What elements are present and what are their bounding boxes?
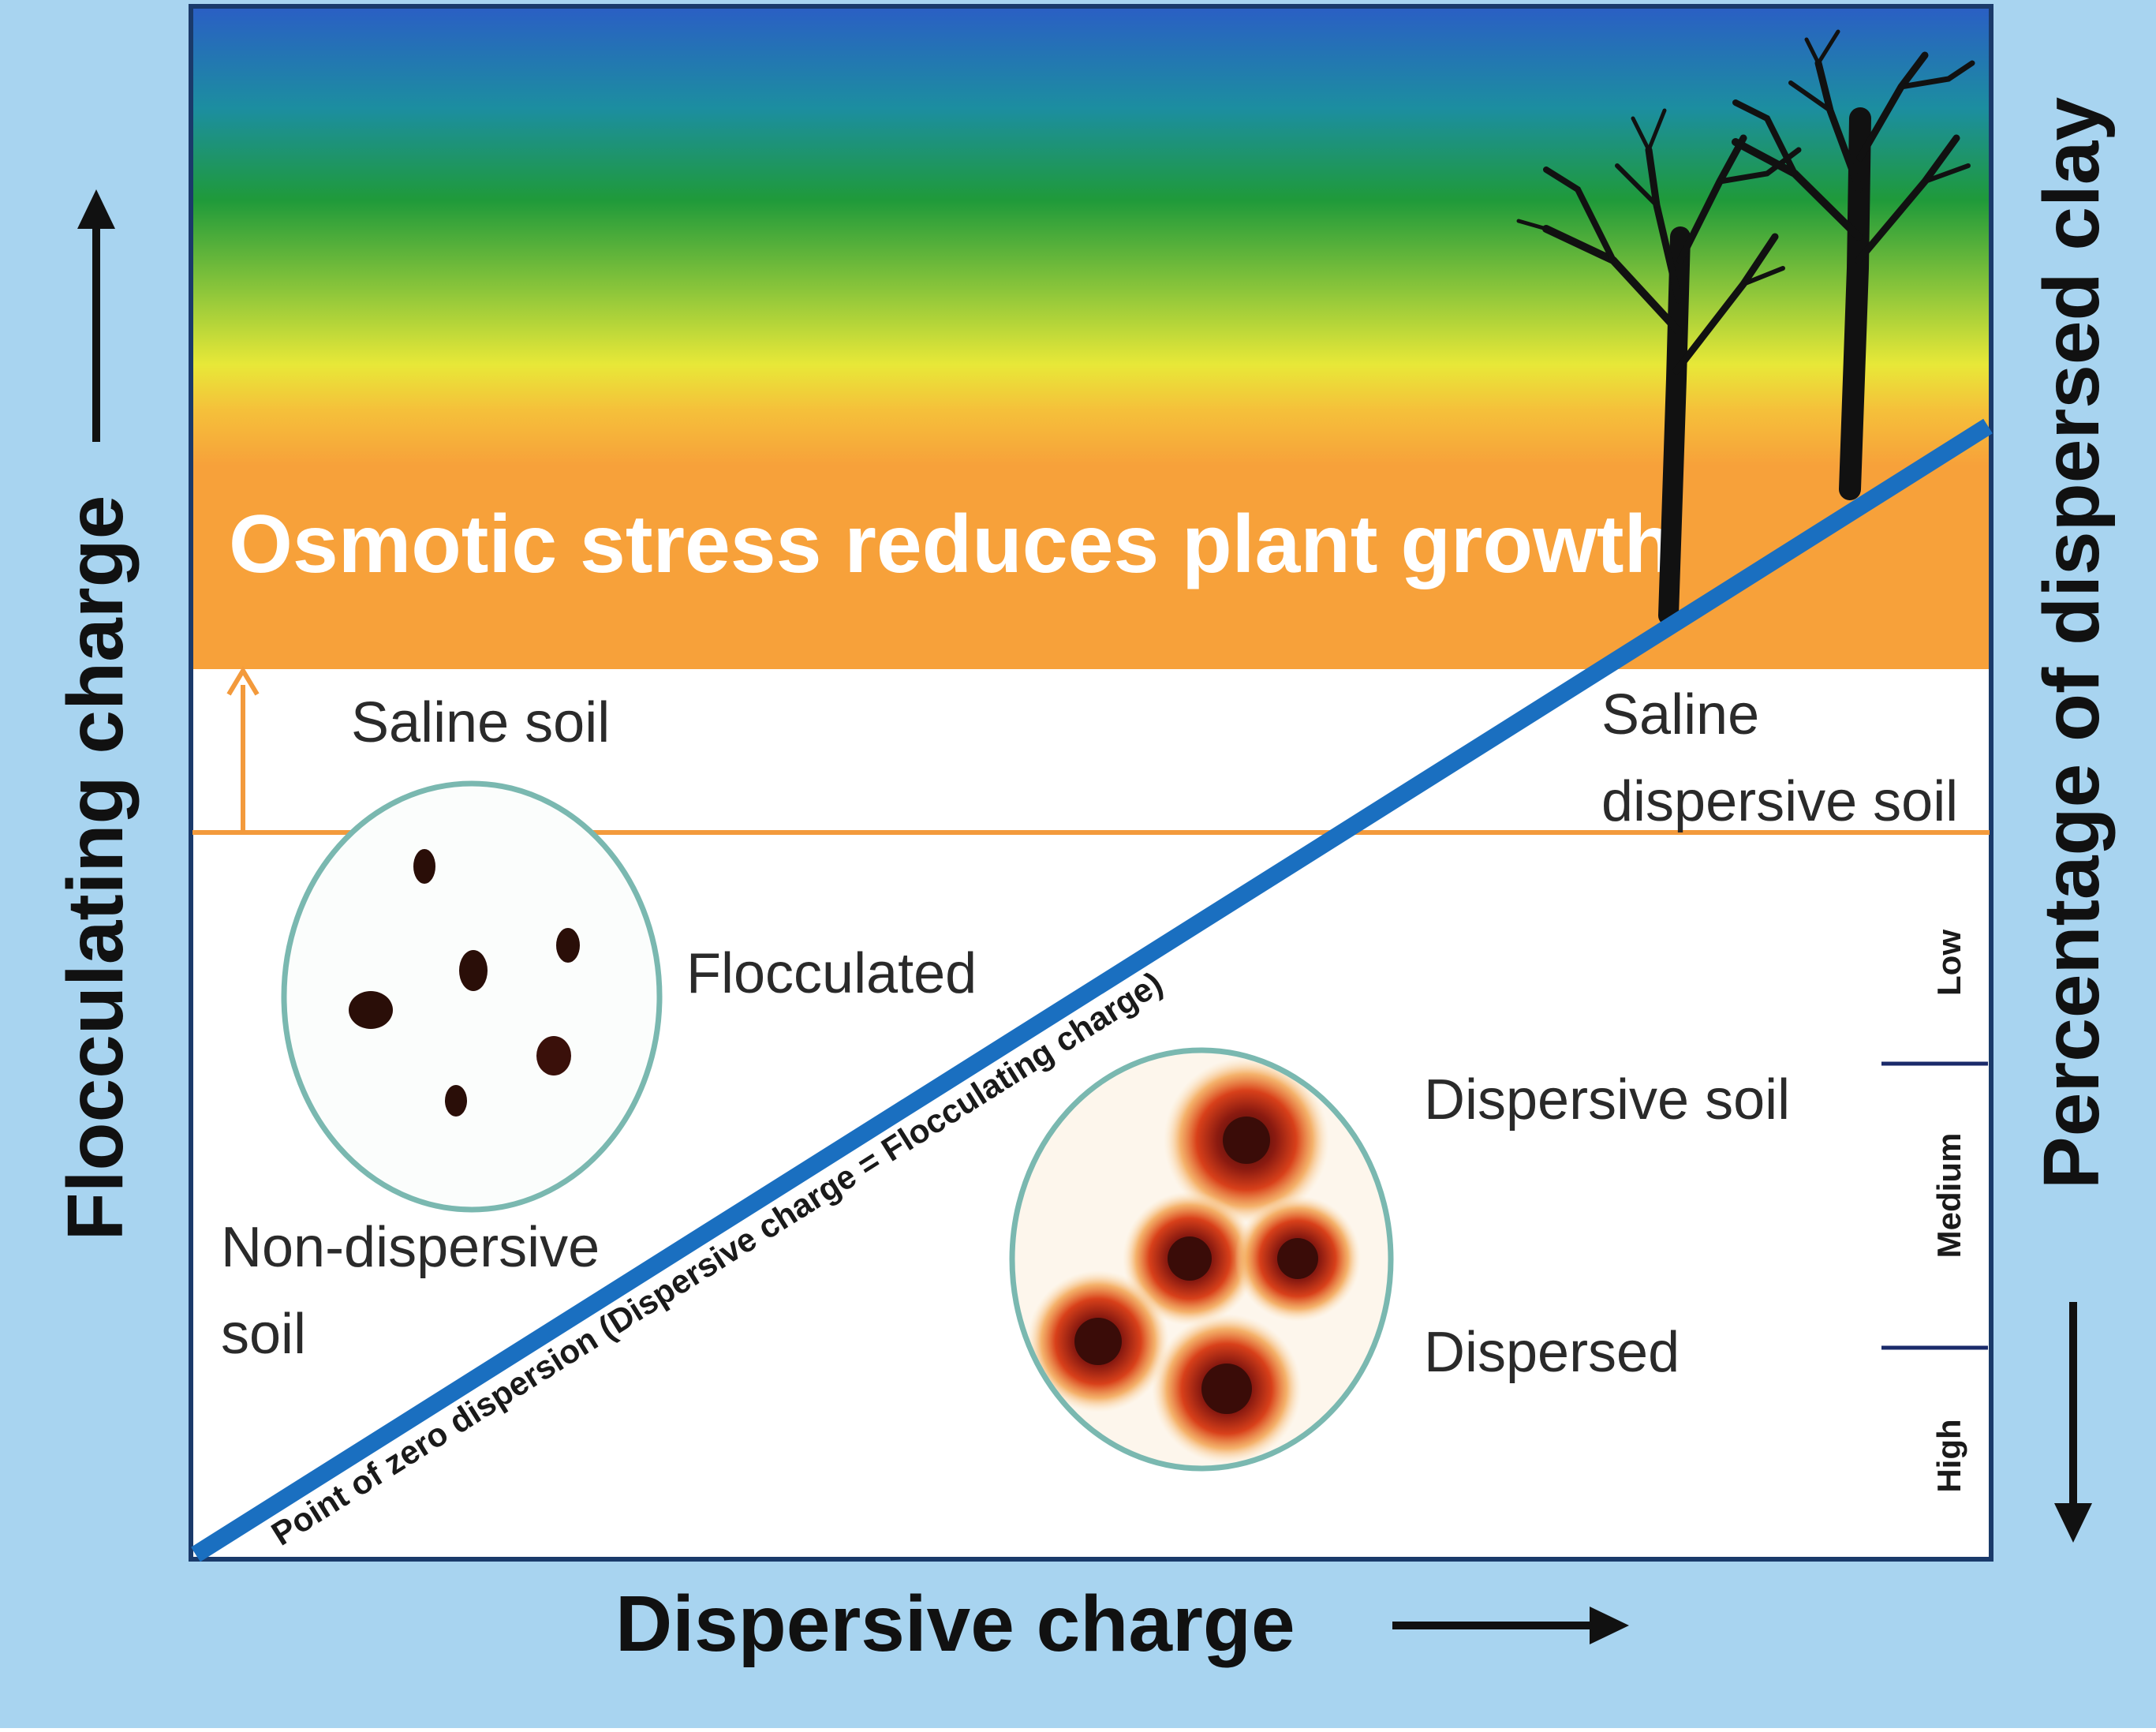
scale-medium-label: Medium (1930, 1133, 1967, 1259)
saline-dispersive-label-line2: dispersive soil (1601, 770, 1958, 833)
plot-border (189, 4, 1993, 1562)
scale-high-label: High (1930, 1419, 1967, 1492)
zero-dispersion-line (191, 418, 1993, 1562)
non-dispersive-label-line2: soil (221, 1303, 306, 1366)
sky-gradient (192, 8, 1990, 466)
flocculated-dish-image (281, 780, 663, 1213)
osmotic-stress-band (192, 466, 1990, 669)
non-dispersive-label-line1: Non-dispersive (221, 1216, 600, 1279)
tree-icon (1516, 108, 1802, 626)
down-arrow-icon (2054, 1503, 2092, 1543)
dispersed-dish-image (1009, 1047, 1394, 1472)
scale-low-label: Low (1930, 930, 1967, 996)
dispersion-scale: Low Medium High (1881, 930, 1988, 1493)
flocculated-label: Flocculated (686, 942, 977, 1005)
dispersive-soil-label: Dispersive soil (1424, 1068, 1790, 1132)
y-axis-right-label: Percentage of dispersed clay (2027, 97, 2116, 1189)
up-arrow-icon (77, 189, 115, 229)
saline-dispersive-label-line1: Saline (1601, 683, 1759, 746)
dispersed-label: Dispersed (1424, 1321, 1680, 1384)
tree-icon (1732, 29, 1975, 500)
saline-soil-label: Saline soil (351, 691, 610, 754)
osmotic-stress-banner: Osmotic stress reduces plant growth (229, 499, 1674, 590)
y-axis-left-label: Flocculating charge (51, 496, 140, 1241)
right-arrow-icon (1590, 1607, 1629, 1644)
up-arrow-icon (226, 666, 260, 696)
x-axis-label: Dispersive charge (615, 1580, 1295, 1668)
